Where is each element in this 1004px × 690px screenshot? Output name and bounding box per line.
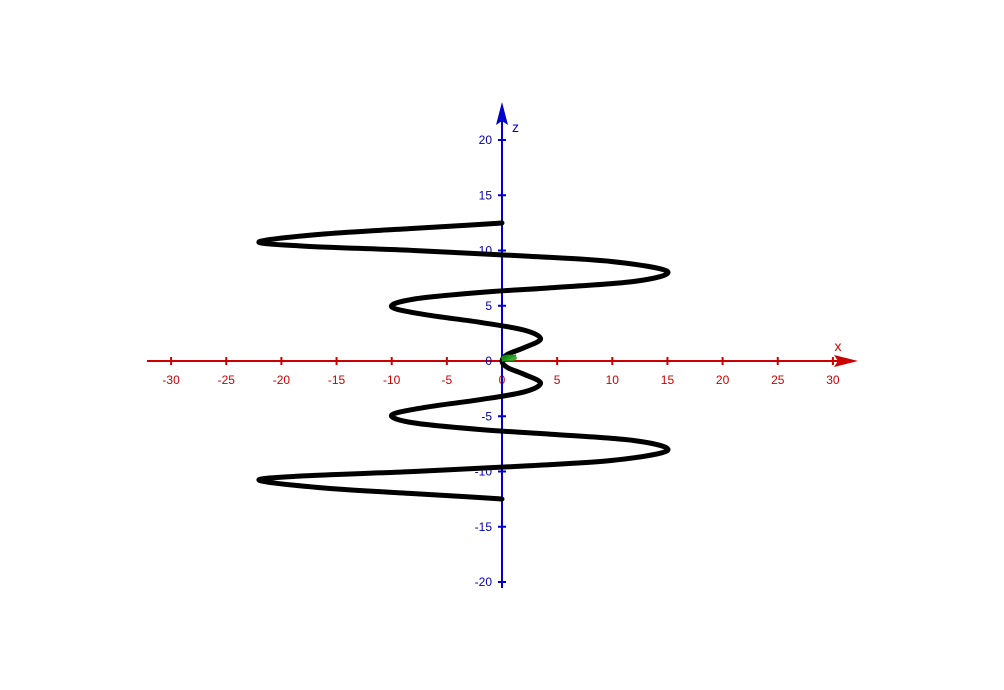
origin-marker-line xyxy=(501,354,517,362)
z-tick-label: 0 xyxy=(485,354,492,368)
x-axis-label: x xyxy=(835,338,842,354)
z-tick-label: 15 xyxy=(479,188,493,202)
x-axis-arrow xyxy=(834,355,858,367)
x-tick-label: 30 xyxy=(826,373,840,387)
z-tick-label: -20 xyxy=(475,575,493,589)
z-tick-label: 5 xyxy=(485,299,492,313)
x-axis: -30 -25 -20 -15 -10 -5 0 5 10 15 20 25 30 xyxy=(147,355,858,387)
origin-marker xyxy=(501,354,517,362)
x-tick-label: -10 xyxy=(383,373,401,387)
x-tick-label: 20 xyxy=(716,373,730,387)
x-tick-label: 25 xyxy=(771,373,785,387)
z-axis-arrow xyxy=(496,102,508,125)
x-tick-label: -15 xyxy=(328,373,346,387)
x-tick-label: 15 xyxy=(661,373,675,387)
x-tick-label: 10 xyxy=(606,373,620,387)
x-tick-label: -20 xyxy=(273,373,291,387)
z-tick-label: -5 xyxy=(481,409,492,423)
x-tick-label: -5 xyxy=(442,373,453,387)
x-tick-label: -25 xyxy=(218,373,236,387)
x-tick-label: 5 xyxy=(554,373,561,387)
x-tick-label: -30 xyxy=(162,373,180,387)
z-axis-label: z xyxy=(512,119,519,135)
z-tick-label: 20 xyxy=(479,133,493,147)
z-tick-label: -15 xyxy=(475,520,493,534)
